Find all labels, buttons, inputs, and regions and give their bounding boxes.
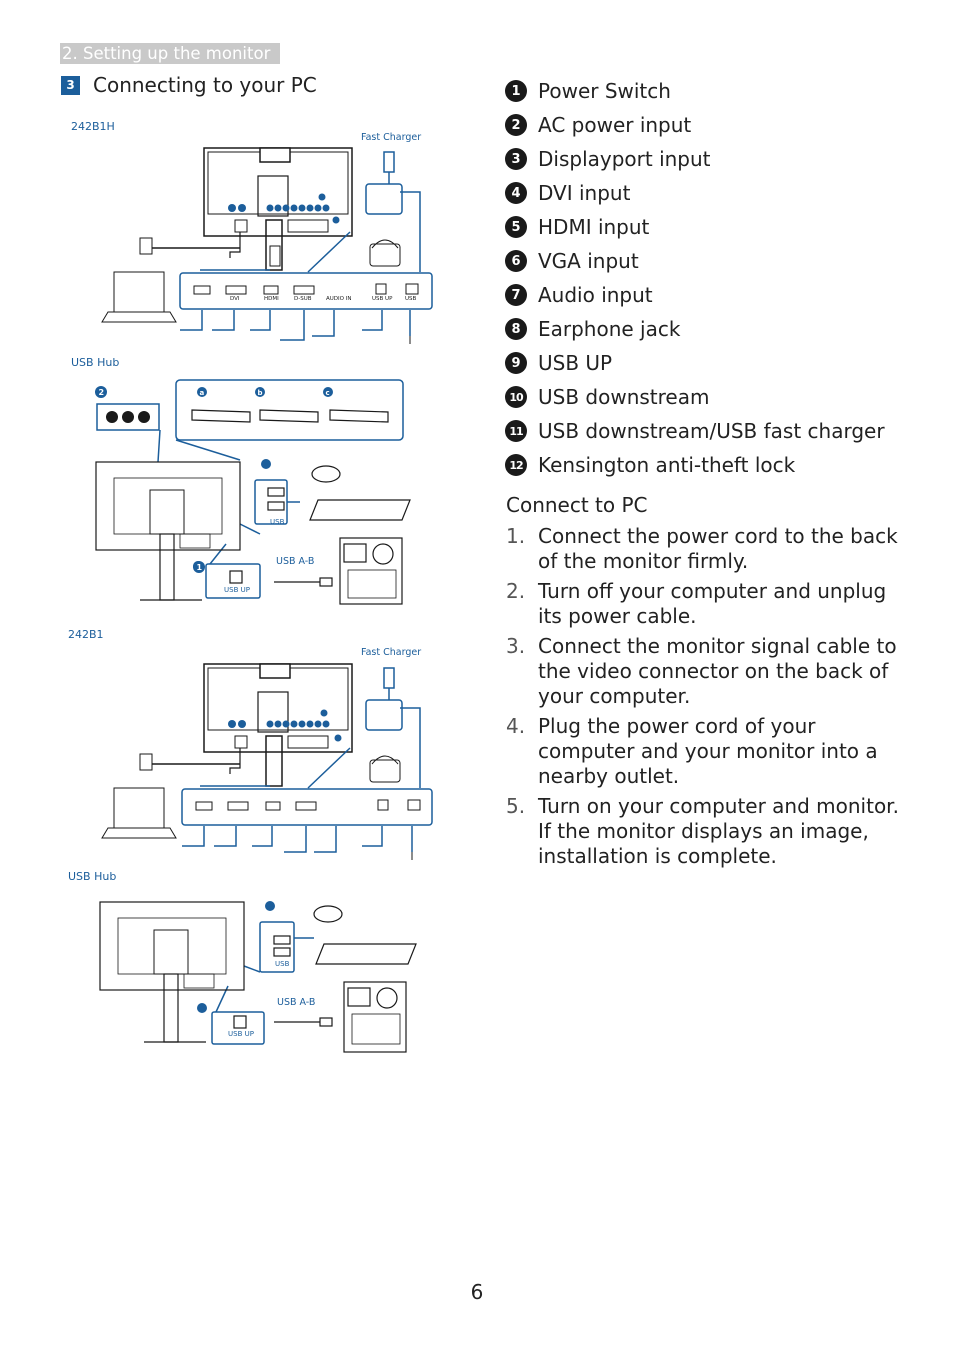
- legend-item: 12 Kensington anti-theft lock: [505, 448, 885, 482]
- legend-item: 10 USB downstream: [505, 380, 885, 414]
- step-number: 5.: [506, 794, 526, 818]
- model-label-a: 242B1H: [71, 120, 115, 133]
- legend-badge: 9: [505, 352, 527, 374]
- step-item: 3. Connect the monitor signal cable to th…: [506, 634, 906, 709]
- model-label-b: 242B1: [68, 628, 104, 641]
- usb-hub-diagram-242b1h: a b c USB USB UP: [95, 379, 411, 605]
- heading-number: 3: [61, 75, 80, 95]
- usb-hub-diagram-242b1: USB USB UP: [99, 901, 417, 1053]
- callout-markers: 1: [193, 561, 205, 573]
- fast-charger-label-a: Fast Charger: [361, 132, 422, 143]
- step-b-marker: b: [258, 389, 263, 397]
- legend-badge: 11: [505, 420, 527, 442]
- step-item: 1. Connect the power cord to the back of …: [506, 524, 906, 574]
- usb-hub-label-a: USB Hub: [71, 356, 120, 369]
- legend-label: Power Switch: [538, 79, 671, 103]
- legend-badge: 7: [505, 284, 527, 306]
- legend-badge: 8: [505, 318, 527, 340]
- legend-label: USB downstream: [538, 385, 710, 409]
- step-text: Connect the monitor signal cable to the …: [538, 634, 897, 708]
- step-number: 1.: [506, 524, 526, 548]
- step-text: Plug the power cord of your computer and…: [538, 714, 878, 788]
- legend-item: 7 Audio input: [505, 278, 885, 312]
- usb-up-label-hub-a: USB UP: [224, 586, 250, 594]
- legend-badge: 4: [505, 182, 527, 204]
- step-text: Turn on your computer and monitor. If th…: [538, 794, 899, 868]
- usb-hub-label-b: USB Hub: [68, 870, 117, 883]
- legend-item: 11 USB downstream/USB fast charger: [505, 414, 885, 448]
- port-label-hdmi: HDMI: [264, 296, 279, 302]
- legend-label: Audio input: [538, 283, 653, 307]
- legend-badge: 12: [505, 454, 527, 476]
- port-label-audio: AUDIO IN: [326, 296, 351, 302]
- section-heading: 3 Connecting to your PC: [61, 73, 317, 97]
- connect-steps: 1. Connect the power cord to the back of …: [506, 524, 906, 874]
- fast-charger-label-b: Fast Charger: [361, 647, 422, 658]
- section-tab: 2. Setting up the monitor: [60, 43, 280, 64]
- port-label-dsub: D-SUB: [294, 296, 312, 302]
- connection-diagram-242b1: [101, 663, 433, 860]
- usb-ab-label-a: USB A-B: [276, 556, 315, 567]
- step-item: 2. Turn off your computer and unplug its …: [506, 579, 906, 629]
- step-item: 4. Plug the power cord of your computer a…: [506, 714, 906, 789]
- port-label-dvi: DVI: [230, 296, 240, 302]
- step-a-marker: a: [200, 389, 205, 397]
- legend-label: USB UP: [538, 351, 613, 375]
- legend-badge: 6: [505, 250, 527, 272]
- step-text: Turn off your computer and unplug its po…: [538, 579, 887, 628]
- legend-label: DVI input: [538, 181, 631, 205]
- legend-item: 9 USB UP: [505, 346, 885, 380]
- step-number: 3.: [506, 634, 526, 658]
- legend-label: Kensington anti-theft lock: [538, 453, 796, 477]
- legend-badge: 1: [505, 80, 527, 102]
- usb-up-label-hub-b: USB UP: [228, 1030, 254, 1038]
- connection-diagram-242b1h: [101, 147, 433, 344]
- legend-item: 4 DVI input: [505, 176, 885, 210]
- legend-item: 5 HDMI input: [505, 210, 885, 244]
- callout-1: 1: [197, 563, 203, 572]
- legend-item: 8 Earphone jack: [505, 312, 885, 346]
- callout-2: 2: [99, 388, 105, 397]
- legend-badge: 3: [505, 148, 527, 170]
- legend-label: Earphone jack: [538, 317, 681, 341]
- step-item: 5. Turn on your computer and monitor. If …: [506, 794, 906, 869]
- usb-label-hub-b: USB: [275, 960, 290, 968]
- step-text: Connect the power cord to the back of th…: [538, 524, 898, 573]
- step-c-marker: c: [326, 389, 330, 397]
- port-label-usb: USB: [405, 296, 417, 302]
- legend-item: 2 AC power input: [505, 108, 885, 142]
- port-legend: 1 Power Switch 2 AC power input 3 Displaypo…: [505, 74, 885, 482]
- legend-item: 3 Displayport input: [505, 142, 885, 176]
- step-number: 4.: [506, 714, 526, 738]
- callout-markers-2: 2: [95, 386, 107, 398]
- legend-badge: 5: [505, 216, 527, 238]
- heading-title: Connecting to your PC: [93, 73, 317, 97]
- legend-badge: 2: [505, 114, 527, 136]
- step-number: 2.: [506, 579, 526, 603]
- usb-label-hub-a: USB: [270, 518, 285, 526]
- legend-label: USB downstream/USB fast charger: [538, 419, 885, 443]
- port-label-usb-up: USB UP: [372, 296, 393, 302]
- page-number: 6: [470, 1280, 484, 1304]
- legend-badge: 10: [505, 386, 527, 408]
- port-labels-strip: DVI HDMI D-SUB AUDIO IN USB UP USB: [230, 296, 417, 302]
- usb-ab-label-b: USB A-B: [277, 997, 316, 1008]
- legend-label: Displayport input: [538, 147, 711, 171]
- legend-label: VGA input: [538, 249, 639, 273]
- legend-label: HDMI input: [538, 215, 650, 239]
- legend-item: 1 Power Switch: [505, 74, 885, 108]
- legend-item: 6 VGA input: [505, 244, 885, 278]
- connect-title: Connect to PC: [506, 493, 648, 517]
- legend-label: AC power input: [538, 113, 692, 137]
